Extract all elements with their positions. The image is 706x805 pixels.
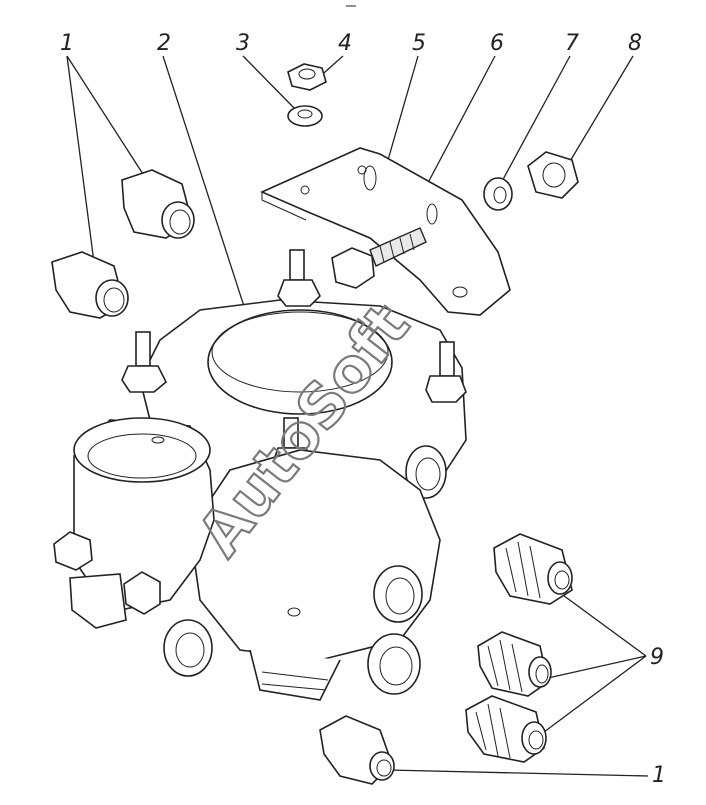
washer-7 xyxy=(483,177,513,211)
bracket-5 xyxy=(260,147,511,316)
chamber-rim xyxy=(73,417,211,483)
fitting-1-left xyxy=(51,251,129,319)
callout-8-group: 8 xyxy=(565,31,642,169)
port xyxy=(367,633,421,695)
fitting-1-upper xyxy=(121,169,195,239)
leader-line xyxy=(555,589,647,657)
callout-label-6: 6 xyxy=(490,31,504,56)
callout-label-8: 8 xyxy=(628,31,642,56)
stud xyxy=(277,249,321,307)
port xyxy=(163,619,213,677)
stud xyxy=(121,331,167,393)
callout-9-group: 9 xyxy=(539,589,664,736)
leader-line xyxy=(66,55,96,271)
bottom-thread xyxy=(249,649,341,701)
callout-3-group: 3 xyxy=(236,31,297,111)
nut-8 xyxy=(527,151,579,199)
fitting-9-bottom xyxy=(465,695,547,763)
leader-line xyxy=(565,55,634,169)
fitting-1-lower xyxy=(319,715,395,785)
leader-line xyxy=(387,769,649,777)
side-nut xyxy=(53,531,93,571)
callout-label-2: 2 xyxy=(157,31,171,56)
side-nut xyxy=(123,571,161,615)
fitting-9-middle xyxy=(477,631,552,697)
callout-label-9: 9 xyxy=(650,645,664,670)
callout-1b-group: 1 xyxy=(387,763,666,788)
leader-line xyxy=(547,655,647,679)
port xyxy=(405,445,447,499)
callout-label-3: 3 xyxy=(236,31,250,56)
washer-3 xyxy=(287,105,323,127)
valve-body-2 xyxy=(53,249,467,701)
top-cover xyxy=(207,309,393,415)
fitting-9-top xyxy=(493,533,573,605)
stud xyxy=(425,341,467,403)
leader-line xyxy=(499,55,571,186)
leader-line xyxy=(539,655,647,736)
callout-label-7: 7 xyxy=(565,31,579,56)
callout-1-group: 1 xyxy=(60,31,151,271)
callout-7-group: 7 xyxy=(499,31,579,186)
callout-label-4: 4 xyxy=(338,31,352,56)
callout-label-1: 1 xyxy=(60,31,74,56)
nut-4 xyxy=(287,63,327,91)
callout-label-1-lower: 1 xyxy=(652,763,666,788)
leader-line xyxy=(242,55,297,111)
leader-line xyxy=(66,55,151,186)
callout-label-5: 5 xyxy=(412,31,426,56)
bolt-6 xyxy=(331,227,427,289)
